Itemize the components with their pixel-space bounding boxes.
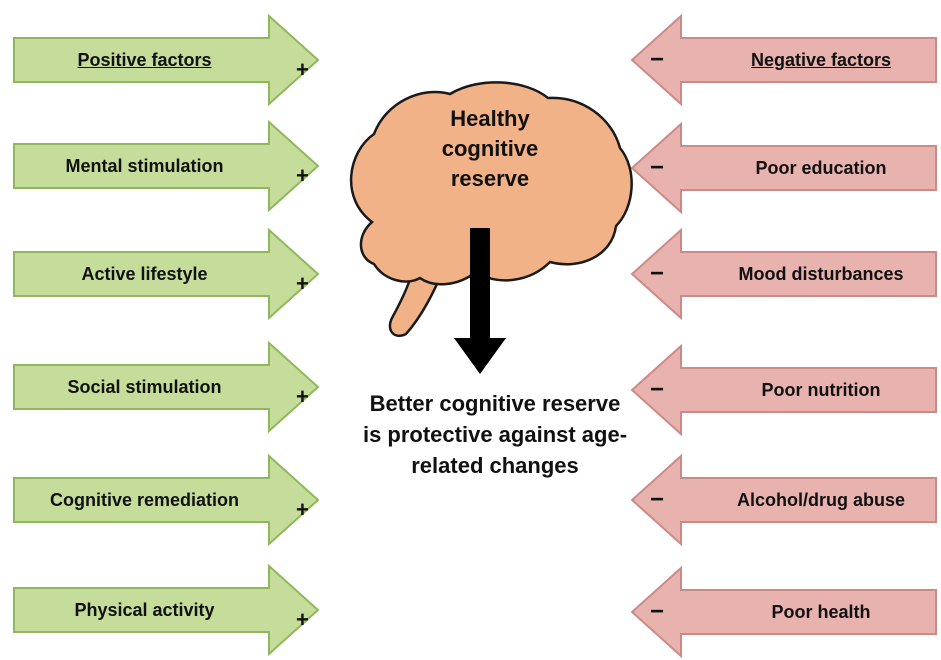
arrow-left-icon [630,13,937,107]
minus-sign: − [650,154,665,181]
negative-factor-label: Mood disturbances [738,264,904,284]
negative-factor-arrow: Alcohol/drug abuse − [628,453,938,547]
arrow-right-icon [13,227,320,321]
arrow-left-icon [630,453,937,547]
negative-header-arrow: Negative factors − [628,13,938,107]
plus-sign: + [296,497,309,522]
plus-sign: + [296,57,309,82]
minus-sign: − [650,486,665,513]
arrow-right-icon [13,340,320,434]
minus-sign: − [650,260,665,287]
positive-factor-arrow: Cognitive remediation + [12,453,322,547]
negative-factor-label: Poor education [755,158,887,178]
brain-body-shape [349,81,633,286]
negative-factor-label: Alcohol/drug abuse [736,490,905,510]
plus-sign: + [296,271,309,296]
down-arrow-icon [454,228,506,374]
positive-factor-label: Active lifestyle [81,264,208,284]
negative-factor-arrow: Poor nutrition − [628,343,938,437]
positive-factor-label: Physical activity [74,600,215,620]
minus-sign: − [650,46,665,73]
minus-sign: − [650,376,665,403]
positive-factor-label: Mental stimulation [65,156,224,176]
positive-factor-arrow: Social stimulation + [12,340,322,434]
positive-factors-header: Positive factors [77,50,212,70]
positive-factor-arrow: Physical activity + [12,563,322,657]
minus-sign: − [650,598,665,625]
negative-factor-label: Poor health [771,602,871,622]
arrow-left-icon [630,227,937,321]
arrow-right-icon [13,13,320,107]
arrow-right-icon [13,563,320,657]
negative-factor-label: Poor nutrition [761,380,881,400]
positive-factor-arrow: Active lifestyle + [12,227,322,321]
negative-factor-arrow: Mood disturbances − [628,227,938,321]
plus-sign: + [296,607,309,632]
arrow-left-icon [630,343,937,437]
negative-factors-header: Negative factors [750,50,892,70]
positive-factor-label: Cognitive remediation [49,490,240,510]
arrow-left-icon [630,565,937,659]
positive-factor-label: Social stimulation [67,377,222,397]
brain-icon [349,81,633,337]
arrow-left-icon [630,121,937,215]
negative-factor-arrow: Poor health − [628,565,938,659]
negative-factor-arrow: Poor education − [628,121,938,215]
plus-sign: + [296,384,309,409]
arrow-right-icon [13,453,320,547]
plus-sign: + [296,163,309,188]
brain-title: Healthy cognitive reserve [441,106,539,191]
conclusion-text: Better cognitive reserve is protective a… [362,391,628,478]
positive-factor-arrow: Mental stimulation + [12,119,322,213]
positive-header-arrow: Positive factors + [12,13,322,107]
arrow-right-icon [13,119,320,213]
